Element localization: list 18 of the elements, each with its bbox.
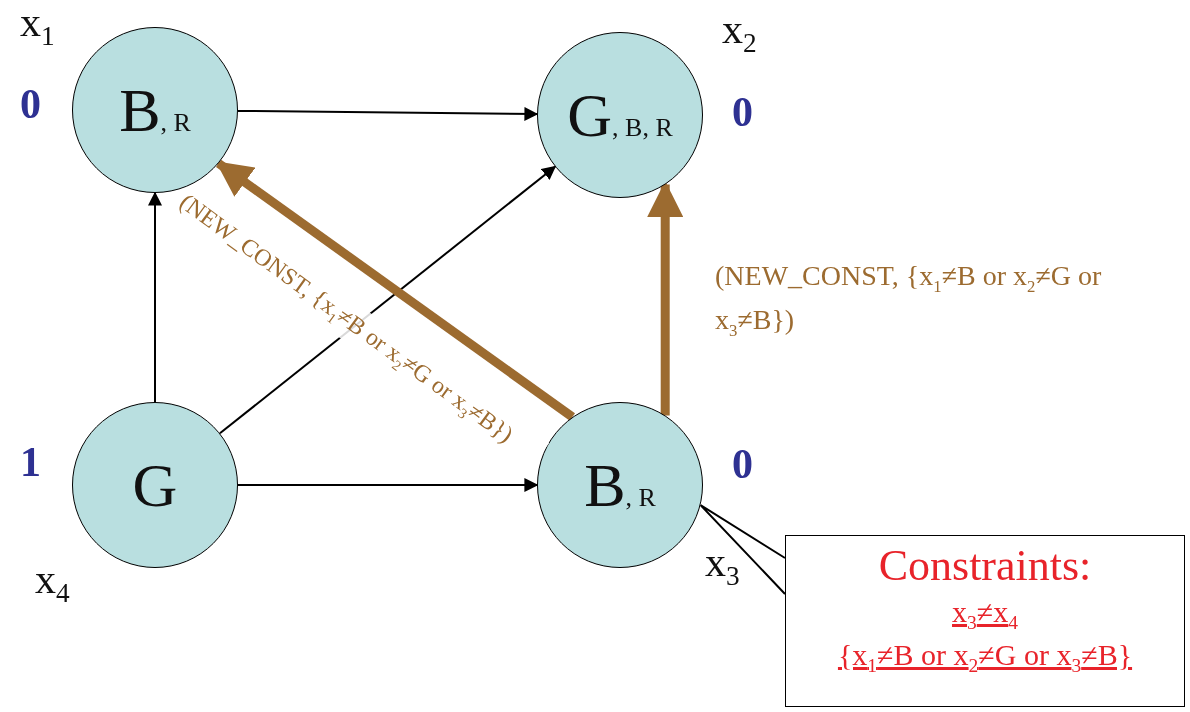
callout-pointer [699,504,786,595]
arrow [647,181,684,416]
variable-label: x$_{4}$ [35,555,70,610]
edge-label: (NEW_CONST, {x$_{1}$≠B or x$_{2}$≠G or x$_{3}$≠B}) [715,259,1103,342]
counter-value: 1 [20,438,41,486]
callout-heading: Constraints: [878,540,1092,591]
counter-value: 0 [732,440,753,488]
variable-label: x$_{2}$ [722,5,757,60]
constraint-text: x$_{3}$≠x$_{4}$ [952,595,1018,634]
arrow [237,106,539,121]
variable-label: x$_{1}$ [20,0,55,53]
arrow [148,191,162,403]
arrow [237,478,539,492]
variable-label: x$_{3}$ [705,538,740,593]
callout-box [785,535,1185,707]
constraint-text: {x$_{1}$≠B or x$_{2}$≠G or x$_{3}$≠B} [837,638,1133,677]
counter-value: 0 [732,88,753,136]
counter-value: 0 [20,80,41,128]
